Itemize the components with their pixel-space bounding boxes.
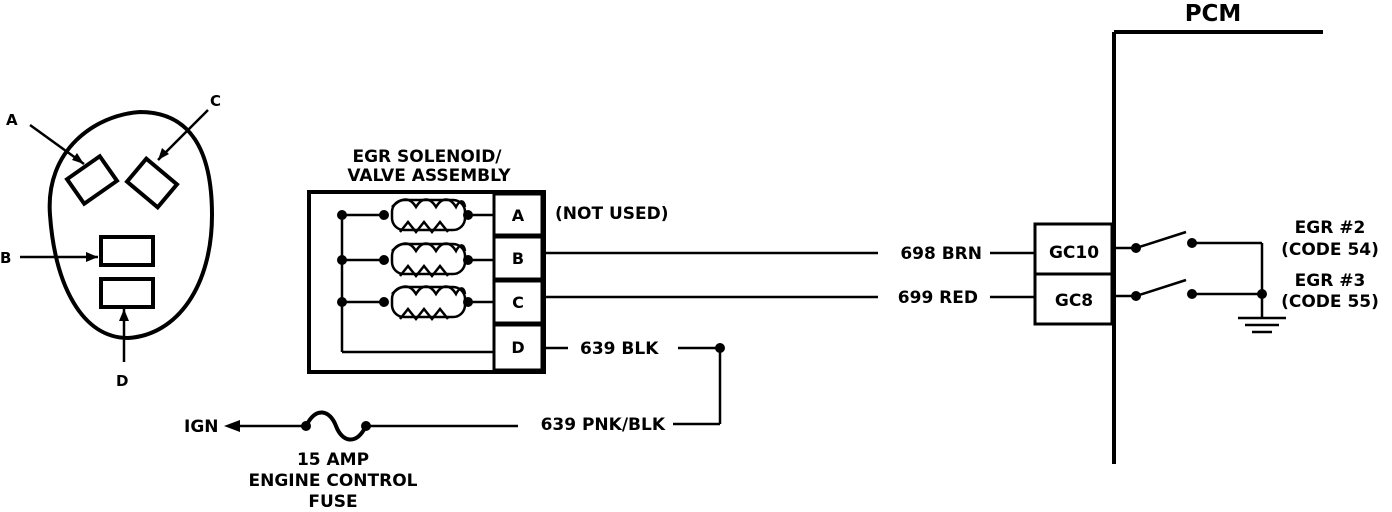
egr-assembly-frame <box>307 190 546 374</box>
fuse-label-line2: ENGINE CONTROL <box>248 471 417 491</box>
wire-label-699-red: 699 RED <box>898 288 978 308</box>
connector-cavity-b <box>99 235 155 267</box>
fuse-label-line3: FUSE <box>308 492 357 512</box>
connector-cavity-a <box>64 153 120 207</box>
connector-face-view: A C B D <box>0 92 221 390</box>
leader-a-arrow <box>72 153 84 164</box>
egr-pin-d-label: D <box>511 338 524 357</box>
leader-c <box>157 109 209 161</box>
pcm-terminal-gc10-label: GC10 <box>1049 243 1099 263</box>
connector-label-c: C <box>210 92 221 110</box>
egr-pin-b-label: B <box>512 249 524 268</box>
connector-label-a: A <box>6 111 18 129</box>
egr2-label-line1: EGR #2 <box>1295 218 1366 238</box>
connector-label-d: D <box>116 372 128 390</box>
connector-label-b: B <box>0 249 11 267</box>
pcm-terminal-gc8-label: GC8 <box>1055 291 1093 311</box>
egr-pin-a-label: A <box>512 206 525 225</box>
leader-d-arrow <box>119 309 129 321</box>
pcm-terminal-gc10-box <box>1033 222 1114 276</box>
connector-cavity-d <box>99 277 155 309</box>
fuse-element <box>304 410 368 442</box>
leader-b-arrow <box>86 252 98 262</box>
egr-assembly-title-line1: EGR SOLENOID/ <box>352 147 502 167</box>
egr3-label-line2: (CODE 55) <box>1281 292 1379 312</box>
egr2-label-line2: (CODE 54) <box>1281 240 1379 260</box>
wire-label-639-pnk-blk: 639 PNK/BLK <box>541 415 666 435</box>
egr-pin-b-box <box>492 235 544 281</box>
pcm-title: PCM <box>1185 1 1242 27</box>
egr2-driver-switch <box>1114 230 1262 253</box>
pcm-terminal-gc8-box <box>1033 272 1114 326</box>
egr-pin-d-box <box>492 323 544 372</box>
pin-a-not-used-label: (NOT USED) <box>555 204 669 224</box>
fuse-assembly: IGN 15 AMP ENGINE CONTROL FUSE <box>184 410 418 512</box>
egr-assembly-title-line2: VALVE ASSEMBLY <box>347 166 511 186</box>
egr-pin-c-label: C <box>512 293 524 312</box>
solenoid-coil-c <box>337 285 494 322</box>
leader-c-arrow <box>158 148 169 160</box>
egr3-label-line1: EGR #3 <box>1295 271 1366 291</box>
egr-solenoid-assembly: EGR SOLENOID/ VALVE ASSEMBLY A B C D <box>307 147 669 374</box>
ign-label: IGN <box>184 417 219 437</box>
pcm-module: PCM GC10 GC8 EGR #2 <box>1033 1 1379 464</box>
ground-junction <box>1257 289 1267 299</box>
ground-symbol <box>1238 316 1286 334</box>
connector-outline <box>47 109 215 341</box>
wire-label-698-brn: 698 BRN <box>900 244 982 264</box>
fuse-label-line1: 15 AMP <box>297 450 369 470</box>
wiring: 698 BRN 699 RED 639 BLK 639 PNK/BLK <box>366 244 1035 435</box>
solenoid-coil-a <box>337 198 494 235</box>
connector-cavity-c <box>124 155 180 211</box>
solenoid-coil-b <box>337 242 494 279</box>
wire-label-639-blk: 639 BLK <box>580 339 659 359</box>
ign-arrow <box>224 420 240 432</box>
egr3-driver-switch <box>1114 278 1262 301</box>
